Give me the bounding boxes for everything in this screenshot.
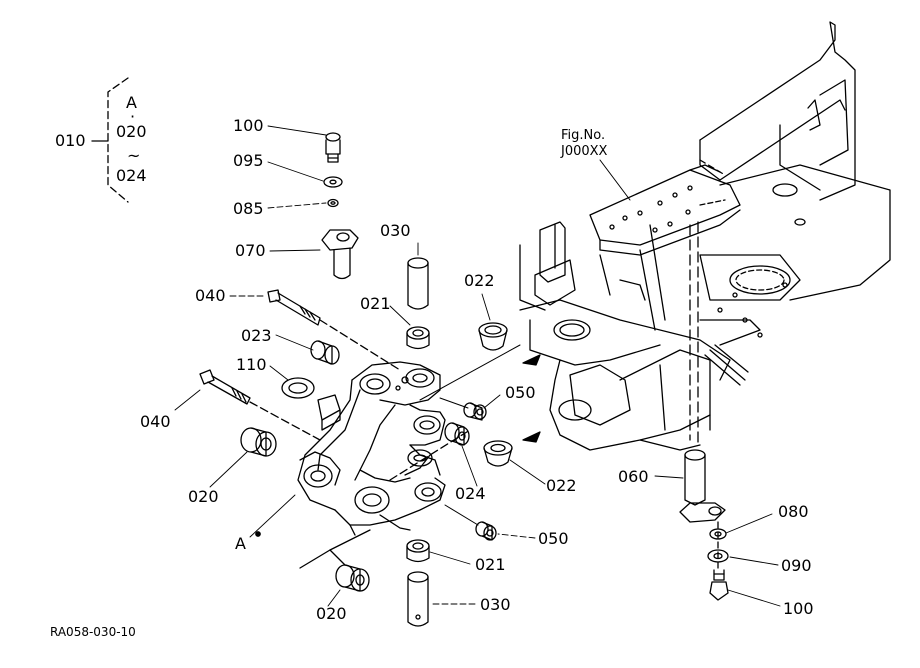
group-line-a: A — [126, 93, 137, 112]
group-line-020: 020 — [116, 122, 147, 141]
collar-050-top — [439, 397, 487, 421]
part-label-070: 070 — [235, 241, 266, 260]
part-label-095: 095 — [233, 151, 264, 170]
bolt-100-bottom — [709, 569, 729, 601]
washer-095 — [323, 176, 343, 188]
collar-021-bottom — [406, 539, 430, 563]
leader-lines — [174, 125, 781, 607]
bolt-100-top — [325, 132, 341, 163]
bushing-022-top — [478, 322, 508, 351]
part-label-050-top: 050 — [505, 383, 536, 402]
figure-reference: Fig.No. J000XX — [561, 128, 607, 161]
drawing-reference-number: RA058-030-10 — [50, 625, 136, 639]
bushing-020-left — [240, 427, 277, 457]
collar-050-bottom — [444, 504, 497, 541]
shim-110 — [281, 377, 315, 399]
part-label-040-top: 040 — [195, 286, 226, 305]
pin-plate-070 — [321, 229, 359, 280]
pin-030-top — [407, 257, 429, 310]
group-line-tilde: ~ — [127, 146, 141, 165]
group-line-dot: · — [130, 107, 136, 126]
group-number-label: 010 — [55, 131, 86, 150]
bushing-024 — [444, 422, 470, 446]
group-bracket — [91, 77, 129, 203]
group-line-024: 024 — [116, 166, 147, 185]
part-label-021-top: 021 — [360, 294, 391, 313]
bushing-020-bottom — [299, 529, 371, 592]
point-a-marker — [255, 531, 261, 537]
bushing-023 — [310, 340, 340, 365]
part-label-060: 060 — [618, 467, 649, 486]
direction-arrow — [522, 354, 541, 443]
collar-021-top — [406, 326, 430, 350]
part-label-090: 090 — [781, 556, 812, 575]
part-label-030-bottom: 030 — [480, 595, 511, 614]
swing-bracket — [297, 344, 521, 536]
part-label-080: 080 — [778, 502, 809, 521]
part-label-020-bottom: 020 — [316, 604, 347, 623]
washer-085 — [327, 198, 339, 208]
bushing-022-right — [483, 440, 513, 467]
part-label-022-top: 022 — [464, 271, 495, 290]
bolt-040-left — [199, 369, 321, 441]
part-label-040-left: 040 — [140, 412, 171, 431]
part-label-110: 110 — [236, 355, 267, 374]
part-label-100-top: 100 — [233, 116, 264, 135]
part-label-020-left: 020 — [188, 487, 219, 506]
pin-030-bottom — [407, 571, 429, 627]
bolt-040-top — [267, 289, 401, 371]
part-label-024: 024 — [455, 484, 486, 503]
part-label-100-bottom: 100 — [783, 599, 814, 618]
part-label-022-right: 022 — [546, 476, 577, 495]
point-a-label: A — [235, 534, 246, 553]
pin-060 — [679, 449, 726, 523]
figure-line-2: J000XX — [561, 144, 608, 160]
part-label-030-top: 030 — [380, 221, 411, 240]
part-label-085: 085 — [233, 199, 264, 218]
main-frame — [519, 21, 891, 451]
part-label-021-bottom: 021 — [475, 555, 506, 574]
part-label-023: 023 — [241, 326, 272, 345]
part-label-050-bottom: 050 — [538, 529, 569, 548]
figure-line-1: Fig.No. — [561, 128, 606, 143]
